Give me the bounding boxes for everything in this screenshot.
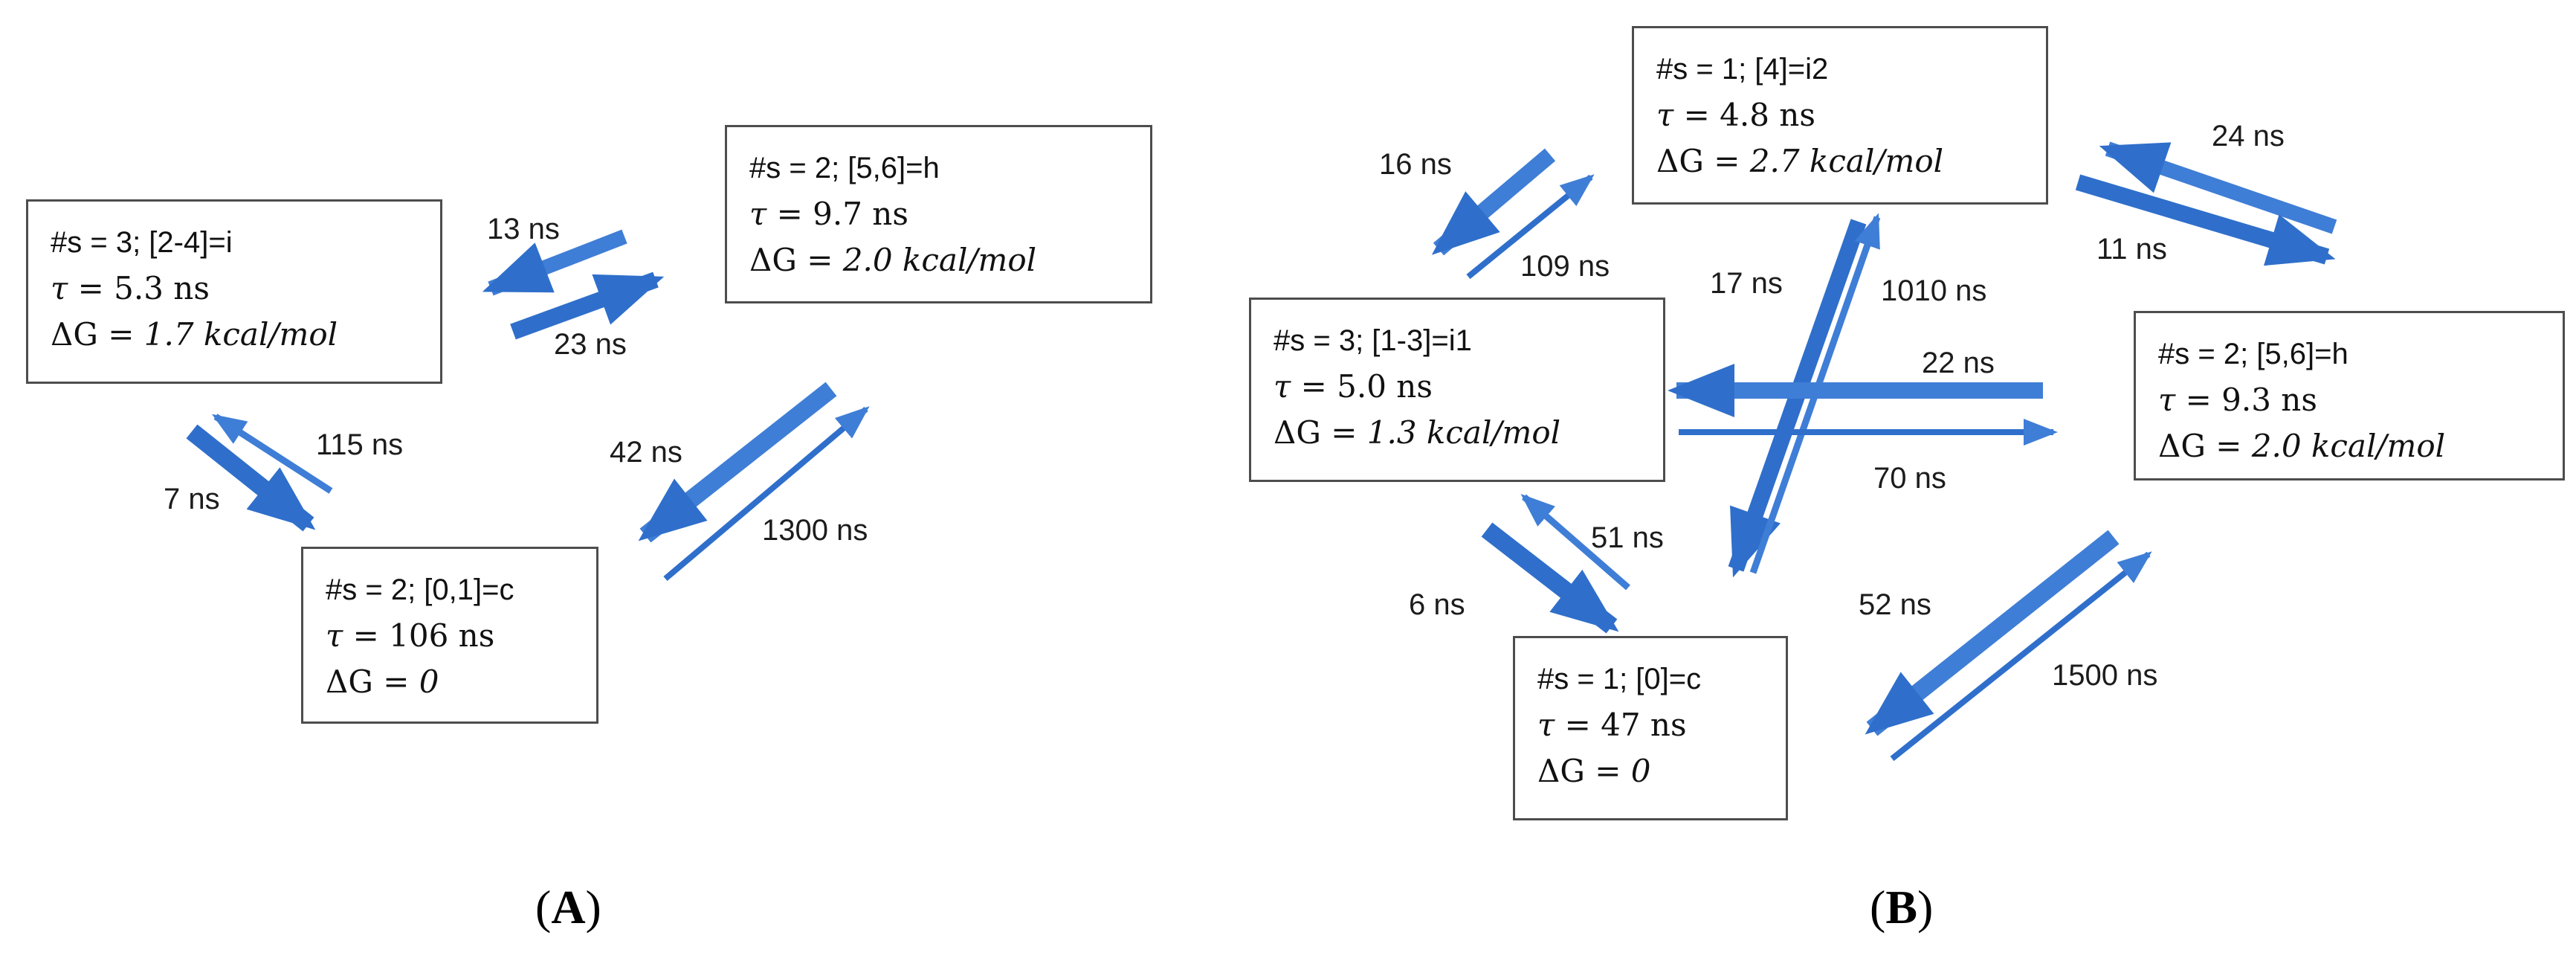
state-box-b-i1: #s = 3; [1-3]=i1 τ = 5.0 ns ΔG = 1.3 kca… <box>1249 298 1665 482</box>
state-box-b-c: #s = 1; [0]=c τ = 47 ns ΔG = 0 <box>1513 636 1788 820</box>
state-box-b-h: #s = 2; [5,6]=h τ = 9.3 ns ΔG = 2.0 kcal… <box>2134 311 2565 480</box>
rate-b-i2-to-h: 11 ns <box>2096 233 2167 266</box>
lifetime: τ = 106 ns <box>326 617 495 654</box>
state-label: #s = 3; [1-3]=i1 <box>1274 324 1472 357</box>
rate-b-i2-to-c: 17 ns <box>1710 267 1783 300</box>
panel-label-b: (B) <box>1870 881 1934 933</box>
rate-a-i-to-c: 7 ns <box>164 483 220 515</box>
state-label: #s = 2; [5,6]=h <box>749 152 940 184</box>
free-energy: ΔG = 2.7 kcal/mol <box>1656 143 1944 179</box>
arrow-b-i1-to-c <box>1481 522 1619 634</box>
rate-b-h-to-c: 52 ns <box>1859 588 1931 621</box>
arrow-b-h-to-c <box>1865 530 2120 736</box>
arrow-a-i-to-h <box>510 271 665 340</box>
rate-b-i2-to-i1: 16 ns <box>1379 148 1452 181</box>
rate-b-i1-to-h: 70 ns <box>1873 462 1946 495</box>
state-label: #s = 2; [0,1]=c <box>326 573 514 606</box>
rate-a-h-to-c: 42 ns <box>610 436 682 469</box>
rate-b-c-to-i2: 1010 ns <box>1881 274 1987 307</box>
rate-b-c-to-h: 1500 ns <box>2052 659 2158 692</box>
rate-b-c-to-i1: 51 ns <box>1591 521 1664 554</box>
state-box-a-h: #s = 2; [5,6]=h τ = 9.7 ns ΔG = 2.0 kcal… <box>725 125 1152 303</box>
panel-label-a: (A) <box>535 881 601 933</box>
lifetime: τ = 5.3 ns <box>51 270 210 306</box>
arrow-b-h-to-i2 <box>2099 141 2337 234</box>
free-energy: ΔG = 0 <box>1537 753 1651 789</box>
arrow-a-h-to-i <box>482 229 627 296</box>
arrow-a-i-to-c <box>186 424 316 532</box>
arrow-a-c-to-h <box>663 406 870 582</box>
arrow-b-i2-to-i1 <box>1431 148 1556 256</box>
lifetime: τ = 9.3 ns <box>2158 382 2317 418</box>
state-label: #s = 1; [4]=i2 <box>1656 53 1829 86</box>
state-label: #s = 3; [2-4]=i <box>51 226 233 259</box>
free-energy: ΔG = 2.0 kcal/mol <box>749 242 1037 278</box>
state-box-b-i2: #s = 1; [4]=i2 τ = 4.8 ns ΔG = 2.7 kcal/… <box>1632 26 2048 205</box>
rate-b-h-to-i2: 24 ns <box>2212 120 2285 152</box>
arrow-b-i2-to-h <box>2075 174 2336 266</box>
lifetime: τ = 47 ns <box>1537 707 1687 743</box>
state-box-a-i: #s = 3; [2-4]=i τ = 5.3 ns ΔG = 1.7 kcal… <box>26 199 442 384</box>
state-box-a-c: #s = 2; [0,1]=c τ = 106 ns ΔG = 0 <box>301 547 598 724</box>
rate-a-i-to-h: 23 ns <box>554 328 627 361</box>
rate-a-c-to-i: 115 ns <box>316 428 404 461</box>
state-label: #s = 1; [0]=c <box>1537 663 1702 695</box>
lifetime: τ = 9.7 ns <box>749 196 908 232</box>
state-label: #s = 2; [5,6]=h <box>2158 338 2349 370</box>
free-energy: ΔG = 2.0 kcal/mol <box>2158 428 2446 464</box>
rate-b-h-to-i1: 22 ns <box>1922 347 1995 379</box>
arrow-b-c-to-h <box>1890 551 2152 762</box>
rate-b-i1-to-i2: 109 ns <box>1520 250 1610 283</box>
rate-b-i1-to-c: 6 ns <box>1409 588 1465 621</box>
arrow-a-h-to-c <box>638 382 837 543</box>
lifetime: τ = 5.0 ns <box>1274 368 1433 405</box>
arrow-b-i1-to-i2 <box>1466 174 1595 280</box>
free-energy: ΔG = 1.7 kcal/mol <box>51 316 338 353</box>
free-energy: ΔG = 1.3 kcal/mol <box>1274 414 1561 451</box>
free-energy: ΔG = 0 <box>326 663 439 700</box>
lifetime: τ = 4.8 ns <box>1656 97 1815 133</box>
rate-a-c-to-h: 1300 ns <box>762 514 868 547</box>
rate-a-h-to-i: 13 ns <box>487 213 560 245</box>
